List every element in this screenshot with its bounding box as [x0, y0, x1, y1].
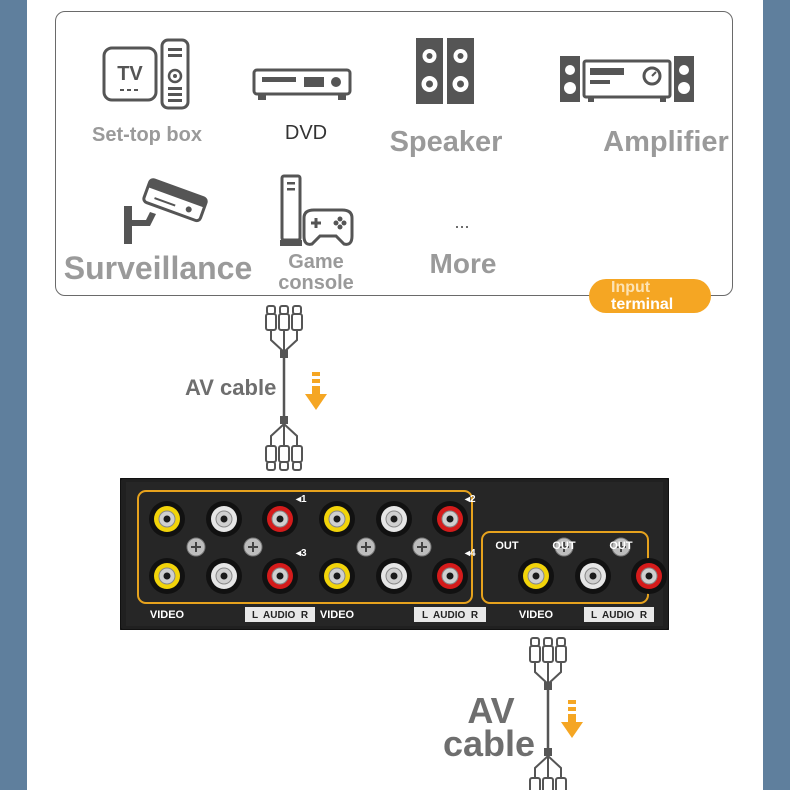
av-switch-box: ◂1 ◂2 ◂3 ◂4 OUT OUT OUT VIDEO L AUDIO R … — [120, 478, 669, 630]
screw-1 — [186, 537, 206, 557]
dvd-device — [252, 68, 352, 107]
security-camera-icon — [124, 178, 208, 244]
group-2-label: ◂2 — [464, 494, 476, 505]
surveillance-label: Surveillance — [63, 250, 253, 286]
product-page: TV Set-top box — [27, 0, 763, 790]
output-port-3[interactable] — [631, 558, 667, 594]
speaker-icon — [416, 38, 474, 104]
out-label-right: OUT — [609, 540, 633, 552]
input-terminal-line1: Input — [611, 279, 651, 296]
amplifier-label: Amplifier — [603, 126, 729, 158]
input-devices-panel: TV Set-top box — [55, 11, 733, 296]
out-label-left: OUT — [552, 540, 576, 552]
amplifier-device — [560, 56, 694, 109]
input-terminal-line2: terminal — [611, 296, 674, 313]
group-3-label: ◂3 — [295, 548, 307, 559]
settop-box-icon: TV — [102, 38, 190, 110]
video-label-out: VIDEO — [519, 609, 554, 621]
bottom-cable-label-line1: AV — [467, 690, 515, 731]
audio-label-2: L AUDIO R — [422, 610, 479, 621]
more-dots: ... — [454, 212, 470, 232]
input-port-2-3[interactable] — [262, 558, 298, 594]
tv-text: TV — [117, 63, 143, 85]
video-label-2: VIDEO — [320, 609, 355, 621]
video-label-1: VIDEO — [150, 609, 185, 621]
screw-4 — [412, 537, 432, 557]
bottom-cable-label-line2: cable — [443, 723, 536, 764]
input-port-1-2[interactable] — [206, 501, 242, 537]
audio-label-out: L AUDIO R — [591, 610, 648, 621]
input-port-2-1[interactable] — [149, 558, 185, 594]
bottom-av-cable-icon — [529, 637, 567, 790]
settop-box-label: Set-top box — [92, 124, 202, 146]
game-console-label-line1: Game — [288, 251, 344, 273]
surveillance-device — [124, 178, 208, 253]
out-label-video: OUT — [495, 540, 519, 552]
speaker-device — [416, 38, 476, 109]
input-port-2-5[interactable] — [376, 558, 412, 594]
bottom-cable-label: AV cable — [443, 690, 536, 764]
input-port-1-3[interactable] — [262, 501, 298, 537]
dvd-player-icon — [252, 68, 352, 100]
input-port-2-2[interactable] — [206, 558, 242, 594]
arrow-down-icon — [561, 700, 583, 738]
output-port-1[interactable] — [518, 558, 554, 594]
dvd-label: DVD — [284, 122, 328, 144]
input-port-2-6[interactable] — [432, 558, 468, 594]
input-port-1-1[interactable] — [149, 501, 185, 537]
audio-label-1: L AUDIO R — [252, 610, 309, 621]
input-port-1-4[interactable] — [319, 501, 355, 537]
input-port-1-6[interactable] — [432, 501, 468, 537]
speaker-label: Speaker — [389, 126, 503, 158]
game-console-device — [280, 174, 354, 255]
screw-3 — [356, 537, 376, 557]
group-1-label: ◂1 — [295, 494, 307, 505]
top-cable-label: AV cable — [185, 375, 277, 400]
arrow-down-icon — [305, 372, 327, 410]
input-port-2-4[interactable] — [319, 558, 355, 594]
game-console-icon — [280, 174, 354, 246]
more-label: More — [429, 248, 497, 279]
output-port-2[interactable] — [575, 558, 611, 594]
amplifier-icon — [560, 56, 694, 102]
input-port-1-5[interactable] — [376, 501, 412, 537]
game-console-label: Game console — [266, 252, 366, 294]
settop-box-device: TV — [102, 38, 192, 115]
output-screw-2 — [611, 537, 631, 557]
group-4-label: ◂4 — [464, 548, 476, 559]
output-screw-1 — [554, 537, 574, 557]
game-console-label-line2: console — [278, 272, 354, 294]
top-av-cable-icon — [265, 305, 303, 471]
screw-2 — [243, 537, 263, 557]
input-terminal-badge: Input terminal — [589, 279, 711, 313]
